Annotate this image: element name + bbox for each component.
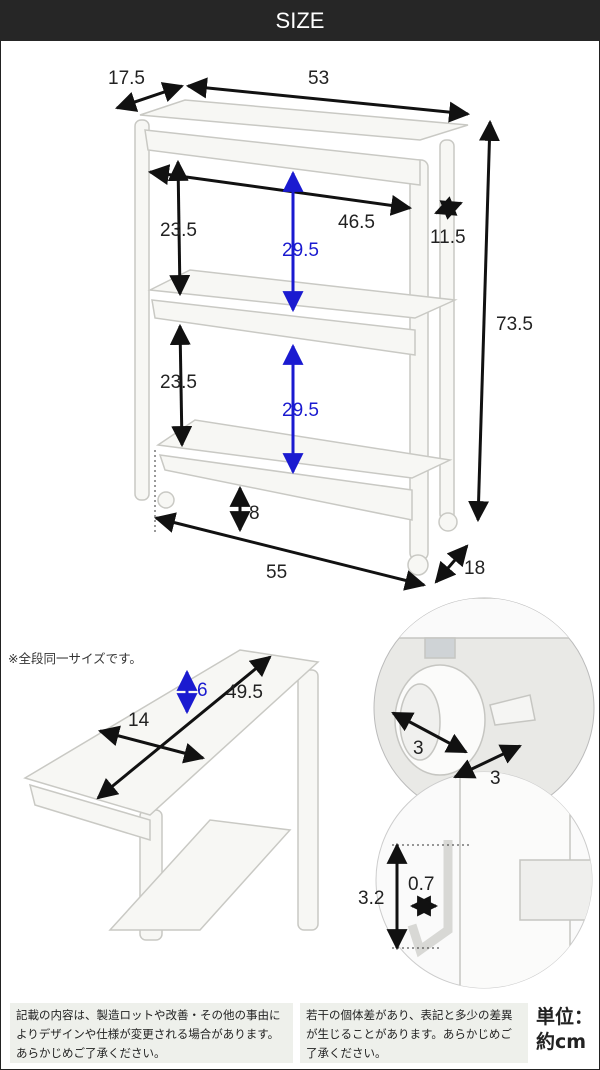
note-left: 記載の内容は、製造ロットや改善・その他の事由によりデザインや仕様が変更される場合…	[10, 1003, 293, 1063]
label-depth-top: 17.5	[108, 68, 145, 89]
label-tray-width: 14	[128, 710, 150, 731]
label-hook-thickness: 0.7	[408, 874, 434, 895]
tray-illustration	[23, 649, 320, 941]
label-tray-length: 49.5	[226, 682, 263, 703]
label-tray-depth: 6	[197, 680, 208, 701]
note-right: 若干の個体差があり、表記と多少の差異が生じることがあります。あらかじめご了承くだ…	[300, 1003, 528, 1063]
label-width-top: 53	[308, 68, 329, 89]
label-inner-width: 46.5	[338, 212, 375, 233]
unit-line2: 約cm	[536, 1031, 587, 1053]
label-tier-gap-lower: 23.5	[160, 372, 197, 393]
hook-detail	[375, 771, 593, 989]
label-wheel-diameter: 3	[413, 738, 424, 759]
clearance-arrows	[176, 170, 304, 715]
label-hook-offset: 11.5	[430, 227, 466, 248]
label-wheel-width: 3	[490, 768, 501, 789]
unit-label: 単位： 約cm	[536, 1005, 593, 1055]
cart-illustration	[134, 99, 469, 576]
unit-line1: 単位：	[536, 1006, 594, 1028]
same-size-note: ※全段同一サイズです。	[8, 651, 142, 666]
label-floor-clearance: 8	[249, 503, 260, 524]
label-clearance-upper: 29.5	[282, 240, 319, 261]
label-hook-height: 3.2	[358, 888, 384, 909]
label-tier-gap-upper: 23.5	[160, 220, 197, 241]
dimension-arrows	[96, 77, 522, 951]
label-base-width: 55	[266, 562, 287, 583]
label-total-height: 73.5	[496, 314, 533, 335]
label-base-depth: 18	[464, 558, 485, 579]
size-header: SIZE	[0, 0, 600, 41]
label-clearance-lower: 29.5	[282, 400, 319, 421]
